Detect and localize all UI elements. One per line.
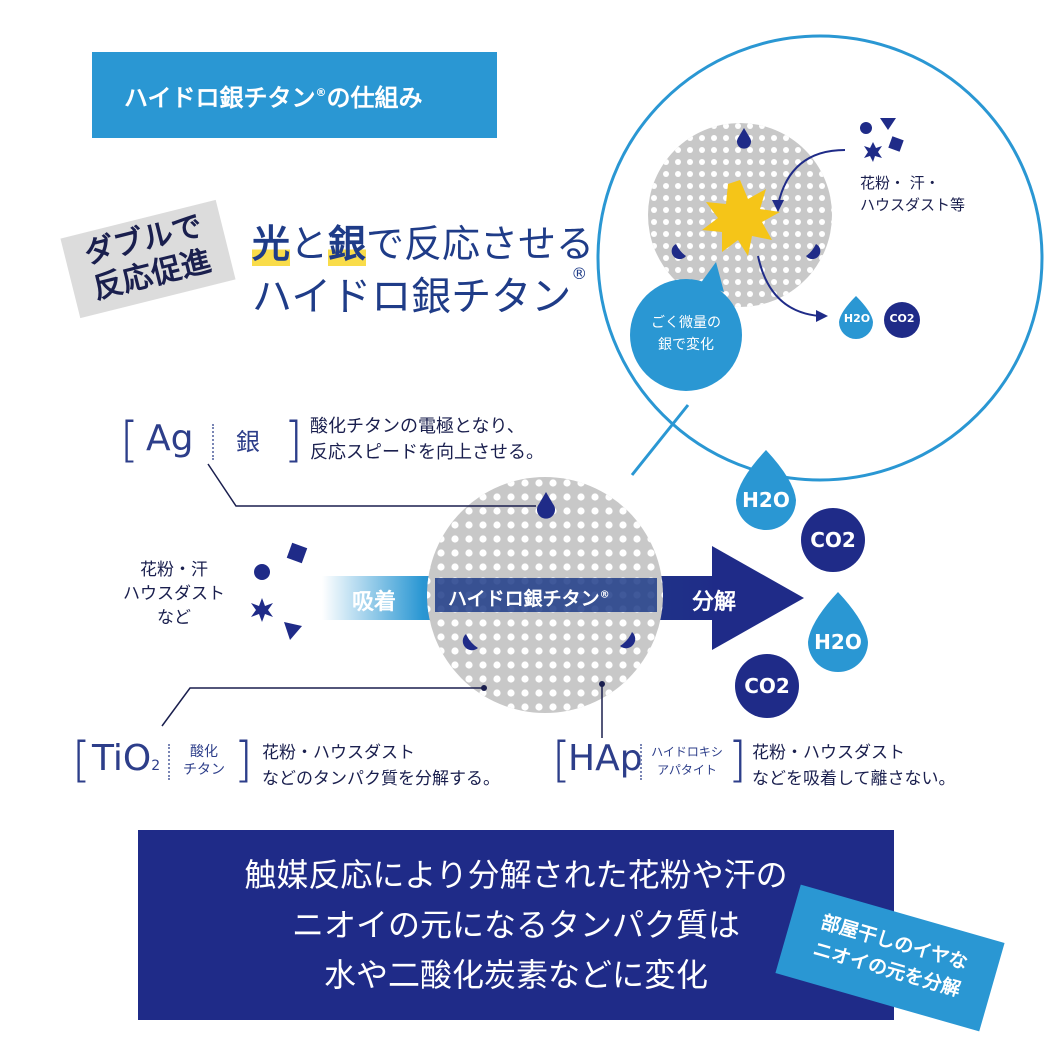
headline-highlight-silver: 銀 xyxy=(328,222,367,266)
silver-bubble xyxy=(630,279,742,391)
central-label-reg: ® xyxy=(599,589,610,601)
input-square-icon xyxy=(286,542,308,564)
headline-mid: と xyxy=(290,222,329,266)
silver-bubble-line2: 銀で変化 xyxy=(658,337,714,353)
headline-reg: ® xyxy=(571,264,588,283)
ag-symbol: Ag xyxy=(146,418,194,459)
central-silver-drop-3 xyxy=(620,632,636,649)
ag-name: 銀 xyxy=(236,428,260,456)
hap-tag: ハイドロキシ アパタイト xyxy=(644,743,730,779)
tio2-tag-line2: チタン xyxy=(183,762,225,778)
hap-bracket-close: ] xyxy=(728,732,747,788)
hap-description: 花粉・ハウスダスト などを吸着して離さない。 xyxy=(752,740,956,792)
central-silver-drop-2 xyxy=(462,634,478,651)
decompose-label: 分解 xyxy=(692,590,737,615)
ag-bracket-close: ] xyxy=(284,412,303,468)
title-text: ハイドロ銀チタン xyxy=(124,83,316,112)
zoom-pollen-square-icon xyxy=(888,136,904,152)
hap-bracket-open: [ xyxy=(552,732,571,788)
zoom-pollen-dot-icon xyxy=(860,122,872,134)
headline-line2: ハイドロ銀チタン® xyxy=(252,264,587,322)
headline-rest: で反応させる xyxy=(366,222,595,266)
zoom-pollen-star-icon xyxy=(864,142,882,162)
input-label-line2: ハウスダスト xyxy=(123,584,225,604)
zoom-pollen-triangle-icon xyxy=(880,118,896,130)
silver-bubble-text: ごく微量の 銀で変化 xyxy=(630,312,742,356)
tio2-bracket-open: [ xyxy=(72,732,91,788)
hap-tag-line1: ハイドロキシ xyxy=(651,745,723,759)
tio2-divider xyxy=(168,744,170,780)
tio2-desc-line1: 花粉・ハウスダスト xyxy=(262,743,415,763)
headline-highlight-light: 光 xyxy=(252,222,291,266)
output-h2o-label-1: H2O xyxy=(742,488,790,512)
central-label: ハイドロ銀チタン® xyxy=(448,584,610,611)
title-banner: ハイドロ銀チタン®の仕組み xyxy=(92,52,497,138)
zoom-outline xyxy=(596,34,1044,482)
ag-leader-line xyxy=(207,463,536,507)
input-triangle-icon xyxy=(284,622,302,640)
summary-line3: 水や二酸化炭素などに変化 xyxy=(323,956,708,994)
zoom-co2-icon xyxy=(884,302,920,338)
central-silver-drop-1 xyxy=(537,492,555,519)
summary-line1: 触媒反応により分解された花粉や汗の xyxy=(244,856,788,894)
hap-symbol: HAp xyxy=(568,738,643,779)
input-dot-icon xyxy=(254,564,270,580)
central-label-text: ハイドロ銀チタン xyxy=(448,588,600,610)
summary-band: 触媒反応により分解された花粉や汗の ニオイの元になるタンパク質は 水や二酸化炭素… xyxy=(138,830,894,1020)
ag-desc-line2: 反応スピードを向上させる。 xyxy=(310,442,544,463)
ag-bracket-open: [ xyxy=(120,412,139,468)
tio2-bracket-close: ] xyxy=(234,732,253,788)
zoom-out-arrow xyxy=(757,255,821,317)
tio2-leader-line xyxy=(161,687,484,727)
zoom-silver-drop-2 xyxy=(671,244,686,260)
output-co2-label-2: CO2 xyxy=(744,674,790,698)
sun-icon xyxy=(702,180,780,256)
zoom-silver-drop-1 xyxy=(737,128,752,149)
input-label: 花粉・汗 ハウスダスト など xyxy=(104,558,244,630)
flow-arrow-head xyxy=(712,546,804,650)
output-co2-circle-1 xyxy=(801,508,865,572)
zoom-connector xyxy=(630,404,690,476)
zoom-pollen-label-1: 花粉・ 汗・ xyxy=(860,174,940,192)
zoom-h2o-label: H2O xyxy=(843,312,871,325)
hap-tag-line2: アパタイト xyxy=(657,763,717,777)
tio2-symbol-main: TiO xyxy=(92,738,152,779)
silver-bubble-line1: ごく微量の xyxy=(651,315,721,331)
zoom-pollen-label-2: ハウスダスト等 xyxy=(860,196,966,214)
input-star-icon xyxy=(251,598,273,622)
summary-line2: ニオイの元になるタンパク質は xyxy=(291,906,740,944)
output-co2-circle-2 xyxy=(735,654,799,718)
tio2-symbol-sub: 2 xyxy=(151,758,161,774)
hap-desc-line2: などを吸着して離さない。 xyxy=(752,769,956,789)
zoom-pollen-label: 花粉・ 汗・ ハウスダスト等 xyxy=(860,172,965,216)
tio2-symbol: TiO2 xyxy=(92,738,160,779)
tio2-tag-line1: 酸化 xyxy=(190,744,218,760)
hap-divider xyxy=(640,744,642,780)
ag-description: 酸化チタンの電極となり、 反応スピードを向上させる。 xyxy=(310,414,544,466)
tio2-desc-line2: などのタンパク質を分解する。 xyxy=(262,769,500,789)
zoom-in-arrow xyxy=(777,149,846,206)
output-h2o-drop-1 xyxy=(736,450,796,530)
title-suffix: の仕組み xyxy=(326,83,423,112)
ag-desc-line1: 酸化チタンの電極となり、 xyxy=(310,416,525,437)
output-co2-label-1: CO2 xyxy=(810,528,856,552)
output-h2o-label-2: H2O xyxy=(814,630,862,654)
zoom-silver-drop-3 xyxy=(806,244,821,260)
zoom-h2o-drop-icon xyxy=(839,296,873,339)
hap-desc-line1: 花粉・ハウスダスト xyxy=(752,743,905,763)
adsorb-label: 吸着 xyxy=(352,590,397,615)
zoom-co2-label: CO2 xyxy=(889,312,915,325)
tio2-description: 花粉・ハウスダスト などのタンパク質を分解する。 xyxy=(262,740,500,792)
title-reg: ® xyxy=(315,85,327,99)
output-h2o-drop-2 xyxy=(808,592,868,672)
ag-divider xyxy=(212,424,214,460)
tio2-tag: 酸化 チタン xyxy=(176,743,232,779)
input-label-line3: など xyxy=(157,608,191,628)
input-label-line1: 花粉・汗 xyxy=(140,560,208,580)
headline-line1: 光と銀で反応させる xyxy=(252,213,594,268)
headline-product: ハイドロ銀チタン xyxy=(252,274,572,320)
